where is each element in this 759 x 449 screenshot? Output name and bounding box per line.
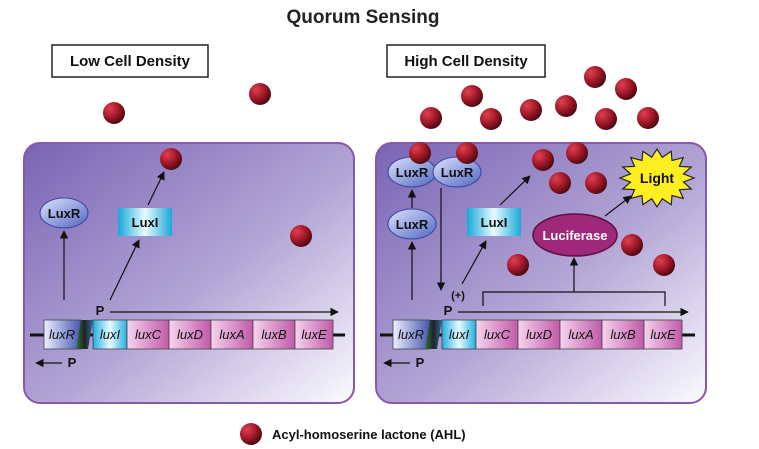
diagram-title: Quorum Sensing <box>286 7 439 28</box>
ahl-molecule <box>507 254 529 276</box>
gene-luxR-label: luxR <box>398 327 424 342</box>
gene-luxI <box>441 319 477 350</box>
luxi-protein-low: LuxI <box>118 208 172 236</box>
luxr-label: LuxR <box>396 217 429 232</box>
intergenic-spacer <box>425 320 442 349</box>
gene-luxB-label: luxB <box>610 327 636 342</box>
gene-luxB-label: luxB <box>261 327 287 342</box>
gene-luxB <box>601 319 645 350</box>
arrow-ahl-synthesis-low <box>147 171 165 206</box>
ahl-molecule <box>409 142 431 164</box>
ahl-molecule <box>103 102 125 124</box>
luxr-protein-low: LuxR <box>39 197 89 229</box>
luciferase-label: Luciferase <box>542 228 607 243</box>
ahl-molecule <box>621 234 643 256</box>
lux-operon-low: luxR luxI luxC luxD luxA luxB luxE <box>30 319 345 350</box>
arrow-light-emission <box>604 195 632 217</box>
promoter-label-left-high: P <box>416 355 425 370</box>
ahl-molecule <box>456 142 478 164</box>
gene-luxE <box>643 319 683 350</box>
gene-luxA-label: luxA <box>568 327 593 342</box>
ahl-molecule <box>566 142 588 164</box>
legend-ahl-label: Acyl-homoserine lactone (AHL) <box>272 427 466 442</box>
gene-luxA-label: luxA <box>219 327 244 342</box>
legend-ahl-swatch <box>240 423 262 445</box>
ahl-molecule <box>584 66 606 88</box>
gene-luxR-label: luxR <box>49 327 75 342</box>
gene-luxD-label: luxD <box>526 327 552 342</box>
ahl-molecule <box>549 172 571 194</box>
gene-luxC-label: luxC <box>484 327 511 342</box>
ahl-molecule <box>637 107 659 129</box>
arrow-luxi-expression-high <box>461 240 487 285</box>
ahl-molecule <box>585 172 607 194</box>
luxr-protein-dimer-high: LuxR LuxR <box>387 156 482 188</box>
luxi-protein-high: LuxI <box>467 208 521 236</box>
ahl-molecule <box>532 149 554 171</box>
ahl-molecule <box>160 148 182 170</box>
ahl-molecule <box>555 95 577 117</box>
low-density-label: Low Cell Density <box>70 53 191 70</box>
arrow-luxi-expression-low <box>109 239 140 301</box>
luxr-dimer-left-label: LuxR <box>396 165 429 180</box>
gene-luxE-label: luxE <box>650 327 676 342</box>
gene-luxE-label: luxE <box>301 327 327 342</box>
promoter-label-left-low: P <box>68 355 77 370</box>
ahl-molecule <box>420 107 442 129</box>
gene-luxI-label: luxI <box>100 327 121 342</box>
luciferase-protein: Luciferase <box>532 213 618 257</box>
gene-luxA <box>210 319 254 350</box>
arrow-ahl-synthesis-high <box>499 175 531 206</box>
gene-luxR <box>43 319 82 350</box>
gene-luxC <box>126 319 170 350</box>
luxr-label: LuxR <box>48 206 81 221</box>
low-density-label-box: Low Cell Density <box>51 44 209 78</box>
gene-luxA <box>559 319 603 350</box>
ahl-molecule <box>249 83 271 105</box>
activation-sign: (+) <box>451 290 465 302</box>
intergenic-spacer <box>76 320 93 349</box>
luxr-protein-high: LuxR <box>387 208 437 240</box>
gene-luxD <box>168 319 212 350</box>
gene-luxC-label: luxC <box>135 327 162 342</box>
high-density-label: High Cell Density <box>404 53 528 70</box>
gene-luxE <box>294 319 334 350</box>
gene-luxI <box>92 319 128 350</box>
luxi-label: LuxI <box>481 215 508 230</box>
ahl-molecule <box>480 108 502 130</box>
promoter-label-right-low: P <box>96 303 105 318</box>
ahl-molecule <box>290 225 312 247</box>
ahl-molecule <box>520 99 542 121</box>
gene-luxI-label: luxI <box>449 327 470 342</box>
promoter-label-right-high: P <box>444 303 453 318</box>
luxr-dimer-right-label: LuxR <box>441 165 474 180</box>
gene-luxR <box>392 319 431 350</box>
luxi-label: LuxI <box>132 215 159 230</box>
ahl-molecule <box>615 78 637 100</box>
gene-luxD-label: luxD <box>177 327 203 342</box>
ahl-molecules <box>103 66 675 276</box>
legend: Acyl-homoserine lactone (AHL) <box>240 423 466 445</box>
ahl-molecule <box>595 108 617 130</box>
light-burst: Light <box>618 147 696 209</box>
ahl-molecule <box>653 254 675 276</box>
ahl-molecule <box>461 85 483 107</box>
high-density-label-box: High Cell Density <box>386 44 546 78</box>
lux-operon-high: luxR luxI luxC luxD luxA luxB luxE <box>380 319 695 350</box>
light-label: Light <box>640 170 675 186</box>
